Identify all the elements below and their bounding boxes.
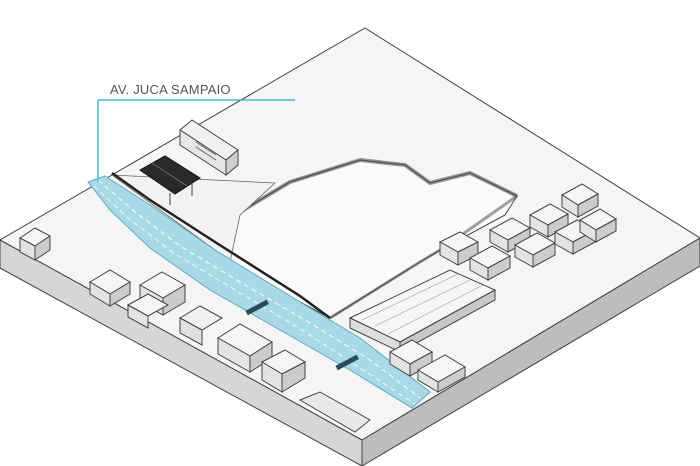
lower-landscape-strip [298,391,371,433]
ground-side-left [0,239,363,466]
solar-canopy [139,155,201,205]
left-building-cluster [89,269,307,393]
road-curb [111,171,331,320]
ground-side-right [361,237,700,466]
long-shed [348,269,497,353]
street-callout: AV. JUCA SAMPAIO [97,82,295,182]
lower-right-buildings [388,339,466,393]
right-house-grid [438,183,617,281]
central-walled-lot [229,158,518,320]
left-small-house [19,227,51,261]
terrain-strip [110,174,276,263]
street-label: AV. JUCA SAMPAIO [110,82,231,97]
av-juca-sampaio-road [87,175,431,409]
signage-building [179,119,239,177]
